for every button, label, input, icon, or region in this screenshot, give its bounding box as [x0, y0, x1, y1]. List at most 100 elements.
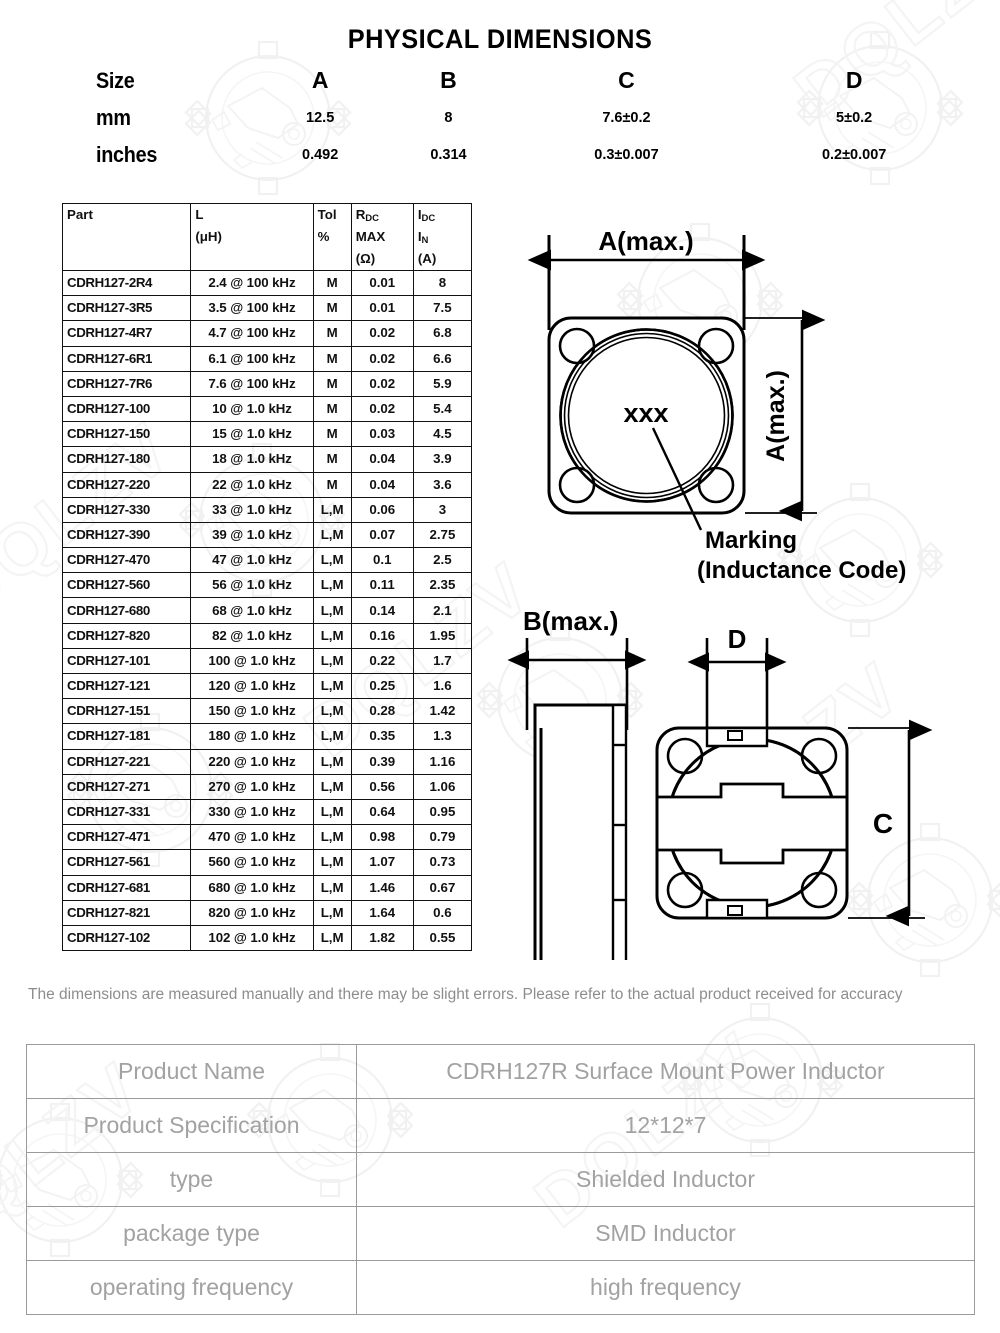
cell-part: CDRH127-151	[61, 698, 192, 725]
cell-tol: L,M	[312, 547, 352, 574]
cell-l: 2.4 @ 100 kHz	[190, 269, 314, 297]
cell-idc: 0.73	[412, 849, 473, 876]
size-col-b: B	[440, 67, 457, 93]
size-dimensions-table: Size A B C D mm 12.5 8 7.6±0.2 5±0.2 inc…	[96, 62, 968, 173]
header-rdc-line2: MAX	[355, 229, 386, 244]
cell-idc: 1.95	[412, 622, 473, 649]
header-tol-line3	[318, 248, 349, 270]
cell-l: 10 @ 1.0 kHz	[190, 395, 314, 423]
marking-text: xxx	[623, 398, 668, 428]
cell-tol: M	[312, 471, 352, 498]
header-rdc-line1: RDC	[355, 207, 380, 224]
cell-rdc: 0.64	[350, 798, 414, 826]
cell-idc: 1.6	[412, 672, 473, 700]
cell-l: 220 @ 1.0 kHz	[190, 748, 314, 775]
cell-rdc: 0.14	[350, 597, 414, 624]
cell-rdc: 0.07	[350, 521, 414, 549]
cell-rdc: 1.82	[350, 924, 414, 952]
cell-idc: 6.6	[412, 345, 473, 372]
cell-part: CDRH127-100	[61, 395, 192, 423]
cell-idc: 1.3	[412, 723, 473, 750]
cell-idc: 1.42	[412, 698, 473, 725]
cell-idc: 5.9	[412, 370, 473, 397]
cell-l: 47 @ 1.0 kHz	[190, 547, 314, 574]
spec-value: 12*12*7	[356, 1098, 975, 1153]
cell-tol: M	[312, 421, 352, 448]
cell-part: CDRH127-561	[61, 849, 192, 876]
header-idc-line2: IN	[417, 229, 429, 246]
cell-idc: 1.16	[412, 748, 473, 775]
cell-rdc: 0.02	[350, 320, 414, 347]
cell-part: CDRH127-390	[61, 521, 192, 549]
spec-value: CDRH127R Surface Mount Power Inductor	[356, 1044, 975, 1099]
header-l-line2: (μH)	[195, 229, 222, 244]
cell-idc: 2.5	[412, 547, 473, 574]
cell-l: 39 @ 1.0 kHz	[190, 521, 314, 549]
cell-part: CDRH127-470	[61, 547, 192, 574]
cell-l: 100 @ 1.0 kHz	[190, 647, 314, 675]
cell-part: CDRH127-820	[61, 622, 192, 649]
cell-tol: L,M	[312, 899, 352, 926]
dimension-drawings: xxx A(max.) A(max.) Marking (Inductance …	[507, 226, 933, 960]
cell-l: 560 @ 1.0 kHz	[190, 849, 314, 876]
size-row-label-inches: inches	[96, 141, 158, 167]
cell-idc: 0.55	[412, 924, 473, 952]
cell-l: 270 @ 1.0 kHz	[190, 773, 314, 800]
size-mm-d: 5±0.2	[836, 109, 873, 126]
size-header-row: Size A B C D	[96, 62, 968, 99]
top-view-drawing: xxx A(max.) A(max.) Marking (Inductance …	[527, 226, 906, 584]
size-in-c: 0.3±0.007	[594, 146, 659, 163]
cell-rdc: 1.46	[350, 874, 414, 901]
cell-l: 18 @ 1.0 kHz	[190, 446, 314, 473]
cell-part: CDRH127-150	[61, 421, 192, 448]
header-rdc-line3: (Ω)	[355, 251, 376, 266]
spec-key: Product Specification	[26, 1098, 357, 1153]
cell-idc: 2.35	[412, 572, 473, 599]
cell-tol: M	[312, 295, 352, 322]
cell-idc: 1.7	[412, 647, 473, 675]
cell-tol: M	[312, 269, 352, 297]
cell-tol: L,M	[312, 849, 352, 876]
cell-rdc: 0.02	[350, 345, 414, 372]
spec-key: type	[26, 1152, 357, 1207]
size-row-label-mm: mm	[96, 104, 131, 130]
header-inductance: L (μH)	[190, 203, 314, 271]
cell-rdc: 0.04	[350, 471, 414, 498]
cell-rdc: 0.35	[350, 723, 414, 750]
cell-rdc: 0.39	[350, 748, 414, 775]
cell-tol: L,M	[312, 773, 352, 800]
cell-tol: L,M	[312, 622, 352, 649]
cell-tol: M	[312, 395, 352, 423]
cell-l: 68 @ 1.0 kHz	[190, 597, 314, 624]
cell-tol: M	[312, 370, 352, 397]
cell-l: 56 @ 1.0 kHz	[190, 572, 314, 599]
spec-key: Product Name	[26, 1044, 357, 1099]
cell-tol: L,M	[312, 748, 352, 775]
cell-part: CDRH127-271	[61, 773, 192, 800]
cell-idc: 6.8	[412, 320, 473, 347]
size-mm-row: mm 12.5 8 7.6±0.2 5±0.2	[96, 99, 968, 136]
cell-part: CDRH127-3R5	[61, 295, 192, 322]
cell-l: 6.1 @ 100 kHz	[190, 345, 314, 372]
cell-tol: L,M	[312, 572, 352, 599]
cell-part: CDRH127-4R7	[61, 320, 192, 347]
cell-part: CDRH127-681	[61, 874, 192, 901]
cell-tol: L,M	[312, 824, 352, 851]
cell-rdc: 0.22	[350, 647, 414, 675]
header-part: Part	[61, 203, 192, 271]
cell-part: CDRH127-471	[61, 824, 192, 851]
cell-l: 820 @ 1.0 kHz	[190, 899, 314, 926]
